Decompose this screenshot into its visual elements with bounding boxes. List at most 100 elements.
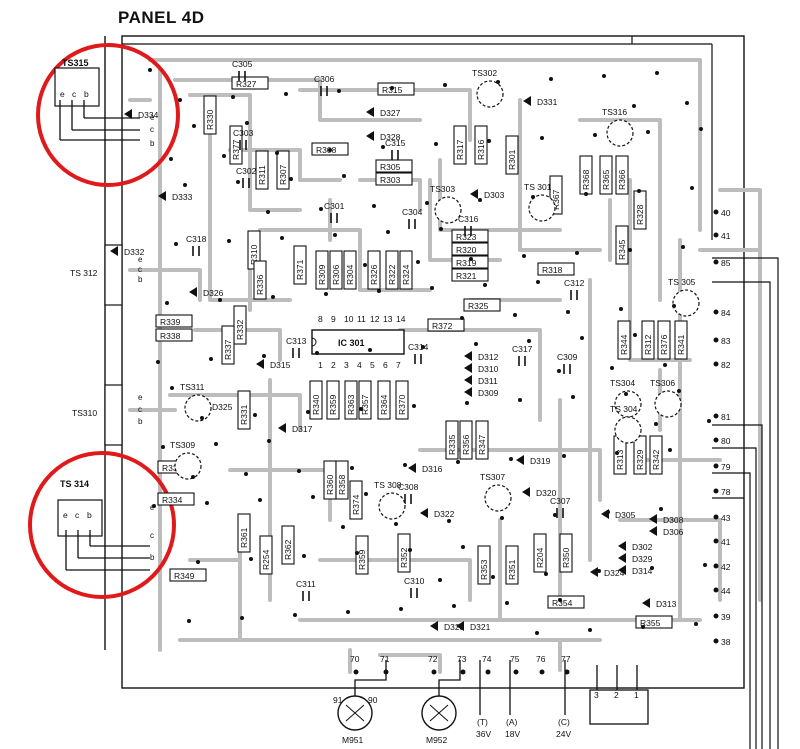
bottom-section	[337, 660, 649, 731]
diode-d310-label: D310	[478, 364, 499, 374]
ts310-label: TS310	[72, 408, 97, 418]
solder-pad	[540, 136, 544, 140]
resistor-body	[315, 250, 329, 290]
svg-text:b: b	[150, 553, 155, 562]
resistor-r327-label: R327	[236, 79, 257, 89]
resistor-r334-label: R334	[162, 495, 183, 505]
resistor-body	[475, 420, 489, 460]
solder-pad	[566, 310, 570, 314]
solder-pad	[461, 545, 465, 549]
svg-text:e: e	[138, 255, 143, 264]
transistor-outline	[378, 492, 406, 520]
edge-pin-82-label: 82	[721, 360, 731, 370]
panel-title: PANEL 4D	[118, 8, 205, 27]
resistor-body	[477, 545, 491, 585]
resistor-r301-label: R301	[507, 149, 517, 170]
ts315-pin-c: c	[72, 89, 77, 99]
resistor-r349-label: R349	[174, 571, 195, 581]
solder-pad	[646, 130, 650, 134]
transistor-outline	[174, 452, 202, 480]
resistor-body	[615, 155, 629, 195]
solder-pad	[571, 395, 575, 399]
diode-symbol	[456, 621, 464, 631]
resistor-body	[259, 535, 273, 575]
supply-c-voltage: 24V	[556, 729, 571, 739]
resistor-body	[657, 320, 671, 360]
solder-pad	[271, 295, 275, 299]
ic-top-pin-9: 9	[331, 314, 336, 324]
solder-pad	[447, 519, 451, 523]
bottom-pin-73-label: 73	[457, 654, 467, 664]
ic-bottom-pin-4: 4	[357, 360, 362, 370]
transistor-ts301-label: TS 301	[524, 182, 552, 192]
resistor-r374-label: R374	[351, 494, 361, 515]
solder-pad	[685, 101, 689, 105]
transistor-outline	[614, 416, 642, 444]
diode-d317-label: D317	[292, 424, 313, 434]
transistor-ts302-label: TS302	[472, 68, 497, 78]
solder-pad	[474, 342, 478, 346]
ts314-pin-b: b	[87, 510, 92, 520]
resistor-body	[453, 125, 467, 165]
ic-top-pin-13: 13	[383, 314, 393, 324]
capacitor-c316-label: C316	[458, 214, 479, 224]
resistor-body	[397, 533, 411, 573]
solder-pad	[699, 127, 703, 131]
solder-pad	[672, 304, 676, 308]
capacitor-c318-label: C318	[186, 234, 207, 244]
transistor-ts303-label: TS303	[430, 184, 455, 194]
resistor-body	[293, 245, 307, 285]
solder-pad	[703, 563, 707, 567]
diode-d333-label: D333	[172, 192, 193, 202]
edge-pin-41-label: 41	[721, 537, 731, 547]
resistor-r333-label: R333	[162, 463, 183, 473]
solder-pad	[222, 154, 226, 158]
edge-pin-dot	[713, 638, 719, 644]
resistor-body	[329, 250, 343, 290]
transistor-outline	[528, 194, 556, 222]
transistor-outline	[476, 80, 504, 108]
supply-t-tag: (T)	[477, 717, 488, 727]
supply-a-tag: (A)	[506, 717, 518, 727]
resistor-r364-label: R364	[379, 394, 389, 415]
diode-symbol	[420, 508, 428, 518]
solder-pad	[425, 201, 429, 205]
solder-pad	[364, 492, 368, 496]
capacitor-c307-label: C307	[550, 496, 571, 506]
diode-d331-label: D331	[537, 97, 558, 107]
solder-pad	[690, 186, 694, 190]
resistor-body	[505, 135, 519, 175]
edge-pin-dot	[713, 514, 719, 520]
solder-pad	[615, 451, 619, 455]
solder-pad	[557, 369, 561, 373]
resistor-r320-label: R320	[456, 245, 477, 255]
edge-pin-43-label: 43	[721, 513, 731, 523]
solder-pad	[588, 628, 592, 632]
capacitor-c304-label: C304	[402, 207, 423, 217]
capacitor-c315-label: C315	[385, 138, 406, 148]
resistor-body	[451, 268, 489, 282]
diode-d334-label: D334	[138, 110, 159, 120]
transistor-outline	[484, 484, 512, 512]
solder-pad	[522, 254, 526, 258]
solder-pad	[593, 133, 597, 137]
bottom-pin-70-label: 70	[350, 654, 360, 664]
solder-pad	[249, 557, 253, 561]
resistor-body	[459, 420, 473, 460]
edge-pin-83-label: 83	[721, 336, 731, 346]
resistor-r304-label: R304	[345, 264, 355, 285]
resistor-r330-label: R330	[205, 109, 215, 130]
resistor-r341-label: R341	[676, 334, 686, 355]
solder-pad	[531, 195, 535, 199]
edge-pin-dot	[713, 209, 719, 215]
edge-pin-dot	[713, 361, 719, 367]
ic-bottom-pin-2: 2	[331, 360, 336, 370]
resistor-body	[649, 435, 663, 475]
transistor-ts307-label: TS307	[480, 472, 505, 482]
diode-d306-label: D306	[663, 527, 684, 537]
svg-text:e: e	[150, 113, 155, 122]
svg-text:b: b	[150, 139, 155, 148]
solder-pad	[381, 145, 385, 149]
solder-pad	[443, 83, 447, 87]
